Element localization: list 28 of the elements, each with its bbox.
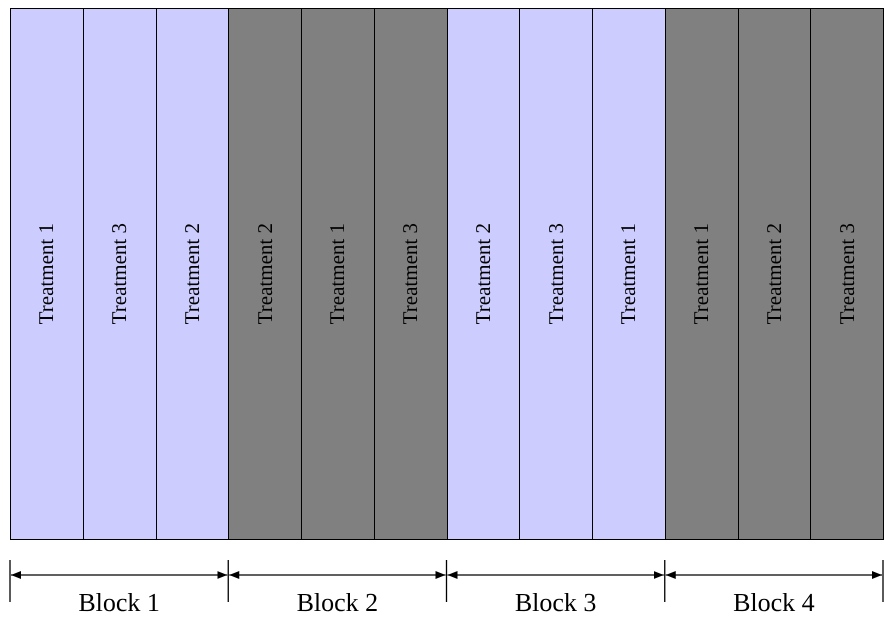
treatment-label: Treatment 2: [762, 223, 787, 325]
block-label: Block 3: [514, 588, 596, 618]
treatment-strip: [446, 8, 520, 540]
treatment-strip: [592, 8, 666, 540]
block-label: Block 4: [733, 588, 815, 618]
treatment-strip: [664, 8, 738, 540]
treatment-label: Treatment 1: [34, 223, 60, 325]
treatment-label: Treatment 3: [544, 223, 569, 325]
treatment-label: Treatment 2: [470, 223, 496, 325]
treatment-strip: [10, 8, 84, 540]
block-label: Block 1: [78, 588, 160, 618]
treatment-label: Treatment 1: [616, 223, 642, 325]
treatment-label: Treatment 3: [107, 223, 132, 325]
treatment-label: Treatment 2: [252, 223, 278, 325]
treatment-strip: [738, 8, 812, 540]
treatment-strip: [82, 8, 156, 540]
treatment-strip: [228, 8, 302, 540]
treatment-strip: [519, 8, 593, 540]
treatment-label: Treatment 3: [834, 223, 860, 325]
treatment-strip: [156, 8, 230, 540]
treatment-label: Treatment 3: [398, 223, 424, 325]
treatment-label: Treatment 1: [689, 223, 714, 325]
treatment-label: Treatment 2: [180, 223, 205, 325]
treatment-label: Treatment 1: [325, 223, 350, 325]
treatment-strip: [374, 8, 448, 540]
block-label: Block 2: [296, 588, 378, 618]
treatment-strip: [810, 8, 884, 540]
treatment-strip: [301, 8, 375, 540]
